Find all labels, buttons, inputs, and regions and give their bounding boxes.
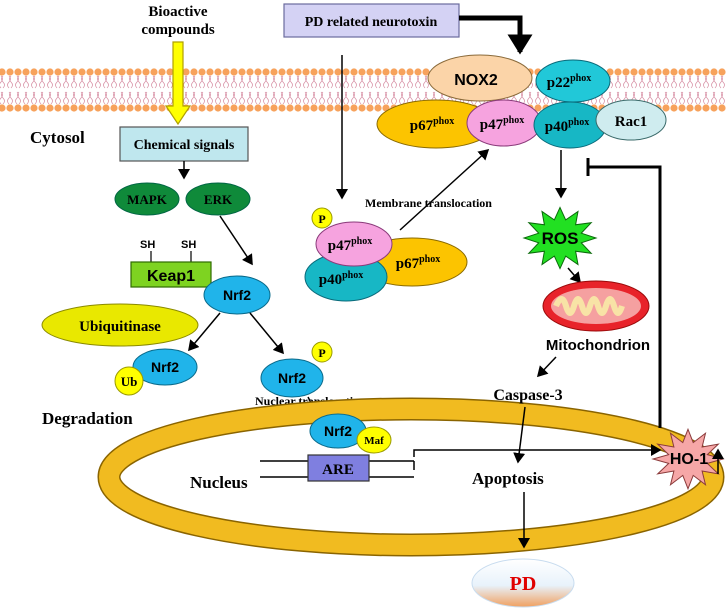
- degradation-label: Degradation: [42, 409, 133, 428]
- p-tag-nrf2: [311, 341, 333, 363]
- nrf2-node-main: [203, 275, 271, 315]
- nrf2-node-phospho: [260, 358, 324, 398]
- keap1-label: Keap1: [147, 268, 195, 285]
- ub-label: Ub: [121, 374, 138, 389]
- ros-label: ROS: [542, 229, 579, 248]
- sh-label-1: SH: [140, 239, 155, 251]
- pd-label: PD: [510, 573, 537, 595]
- membrane-translocation-label: Membrane translocation: [365, 196, 492, 210]
- mapk-node: [114, 182, 180, 216]
- pd-node: [471, 558, 575, 608]
- bioactive-entry-arrow: [164, 41, 192, 126]
- nrf2-to-degradation-arrow: [188, 312, 221, 352]
- p67phox-label: p67phox: [410, 116, 454, 134]
- ho1-label: HO-1: [670, 451, 708, 468]
- p22phox-label: p22phox: [547, 73, 591, 91]
- p47phox-cyto-node: [315, 221, 393, 267]
- are-label: ARE: [322, 462, 354, 478]
- erk-to-nrf2-arrow: [219, 215, 253, 266]
- p40phox-label: p40phox: [545, 117, 589, 135]
- ub-tag: [114, 366, 144, 396]
- bioactive-label: Bioactive: [148, 4, 207, 20]
- ubiquitinase-label: Ubiquitinase: [79, 319, 161, 335]
- nrf2-label-phospho: Nrf2: [278, 370, 306, 386]
- pd-neurotoxin-label: PD related neurotoxin: [305, 15, 438, 30]
- membrane-translocation-arrow: [399, 148, 490, 231]
- maf-node: [356, 426, 392, 454]
- nox2-label: NOX2: [454, 72, 498, 89]
- ros-burst: [522, 206, 598, 270]
- chemical-signals-label: Chemical signals: [134, 138, 235, 153]
- p-label-p47: P: [318, 212, 325, 226]
- nrf2-node-degraded: [132, 348, 198, 386]
- nrf2-label-degraded: Nrf2: [151, 359, 179, 375]
- mapk-label: MAPK: [127, 192, 168, 207]
- ros-to-mito-arrow: [567, 267, 581, 284]
- mito-to-caspase-arrow: [536, 356, 557, 378]
- caspase-to-apoptosis-arrow: [513, 406, 526, 464]
- are-to-ho1-arrow: [413, 444, 662, 457]
- nrf2-label-nuclear: Nrf2: [324, 423, 352, 439]
- mitochondrion-icon: [542, 280, 650, 332]
- neurotoxin-to-nox2-arrow: [459, 15, 533, 55]
- erk-node: [185, 182, 251, 216]
- rac1-node: [595, 99, 667, 141]
- p47phox-cyto-label: p47phox: [328, 236, 372, 254]
- nrf2-label-main: Nrf2: [223, 287, 251, 303]
- nucleus-label: Nucleus: [190, 473, 248, 492]
- chemical-signals-box: [119, 126, 249, 162]
- sh-label-2: SH: [181, 239, 196, 251]
- nox2-node: [427, 54, 533, 102]
- compounds-label: compounds: [141, 22, 215, 38]
- ho1-inhibition-line: [588, 165, 662, 428]
- p67phox-cyto-label: p67phox: [396, 254, 440, 272]
- ho1-burst: [651, 427, 725, 491]
- cytosol-label: Cytosol: [30, 128, 85, 147]
- are-box: [307, 454, 370, 482]
- pd-neurotoxin-box: [283, 3, 460, 38]
- nrf2-to-phospho-arrow: [249, 312, 284, 355]
- mitochondrion-label: Mitochondrion: [546, 337, 650, 354]
- keap1-box: [130, 261, 212, 288]
- maf-label: Maf: [364, 435, 384, 447]
- nucleus-envelope: [99, 399, 723, 555]
- rac1-label: Rac1: [615, 114, 648, 130]
- ubiquitinase-node: [41, 303, 199, 347]
- p47phox-label: p47phox: [480, 115, 524, 133]
- caspase3-label: Caspase-3: [493, 387, 562, 404]
- apoptosis-label: Apoptosis: [472, 469, 544, 488]
- p-label-nrf2: P: [318, 346, 325, 360]
- erk-label: ERK: [204, 192, 233, 207]
- p40phox-cyto-label: p40phox: [319, 270, 363, 288]
- p-tag-p47: [311, 207, 333, 229]
